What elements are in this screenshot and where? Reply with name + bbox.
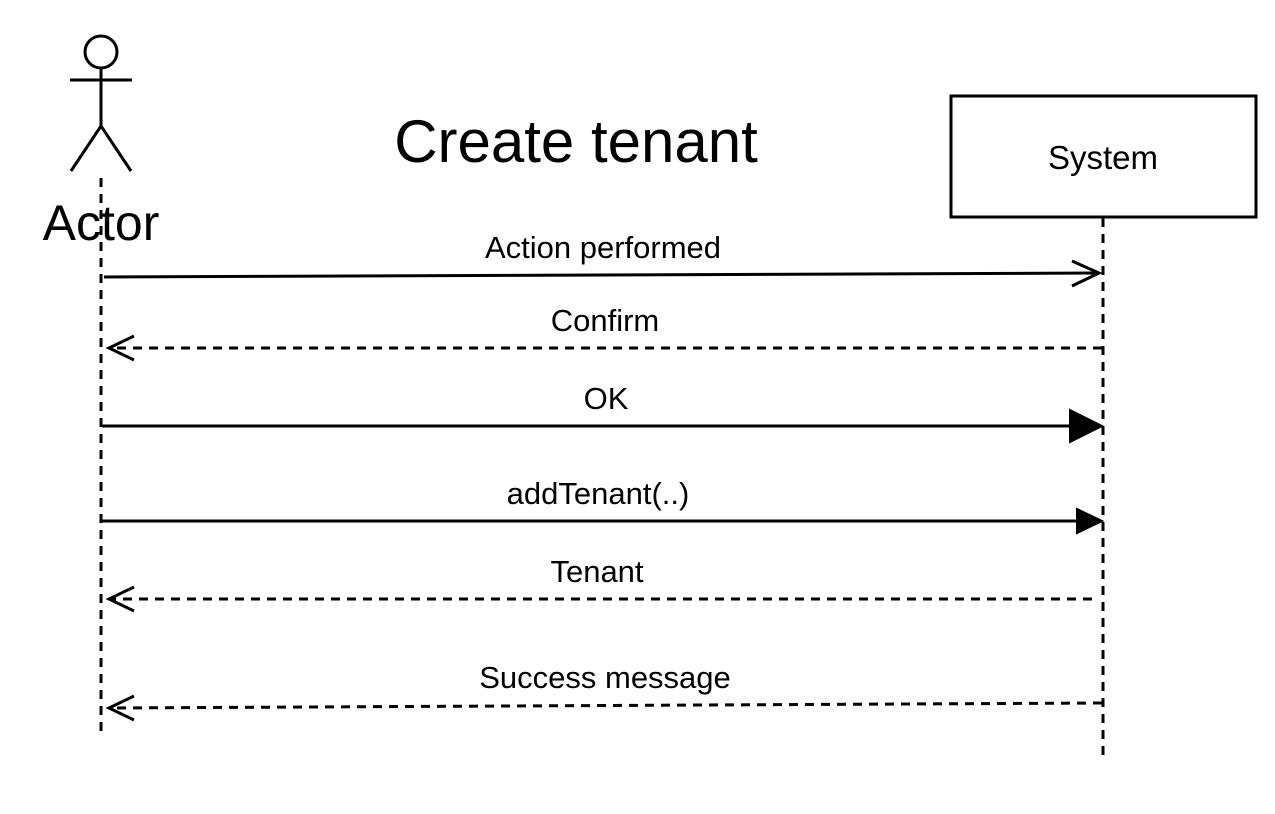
message-label-ok: OK [583, 381, 629, 416]
message-label-action-performed: Action performed [484, 230, 722, 265]
message-arrow-confirm [105, 334, 1102, 362]
message-arrow-ok [102, 408, 1105, 444]
message-label-success-message: Success message [479, 660, 731, 695]
system-label: System [1047, 139, 1159, 176]
diagram-title: Create tenant [394, 108, 758, 175]
open-arrowhead-icon [105, 694, 135, 722]
message-arrow-add-tenant [102, 507, 1105, 535]
filled-arrowhead-icon [1076, 507, 1105, 535]
message-label-tenant: Tenant [550, 554, 644, 589]
message-arrow-action-performed [103, 259, 1103, 288]
actor-stick-figure-icon [69, 34, 133, 172]
message-label-add-tenant: addTenant(..) [506, 476, 690, 511]
message-label-confirm: Confirm [550, 303, 660, 338]
actor-label: Actor [42, 195, 160, 251]
open-arrowhead-icon [1071, 259, 1103, 288]
system-participant-box [949, 94, 1258, 219]
open-arrowhead-icon [105, 334, 135, 362]
open-arrowhead-icon [105, 585, 135, 613]
message-arrow-tenant [105, 585, 1092, 613]
filled-arrowhead-icon [1069, 408, 1105, 444]
message-arrow-success-message [105, 694, 1103, 722]
